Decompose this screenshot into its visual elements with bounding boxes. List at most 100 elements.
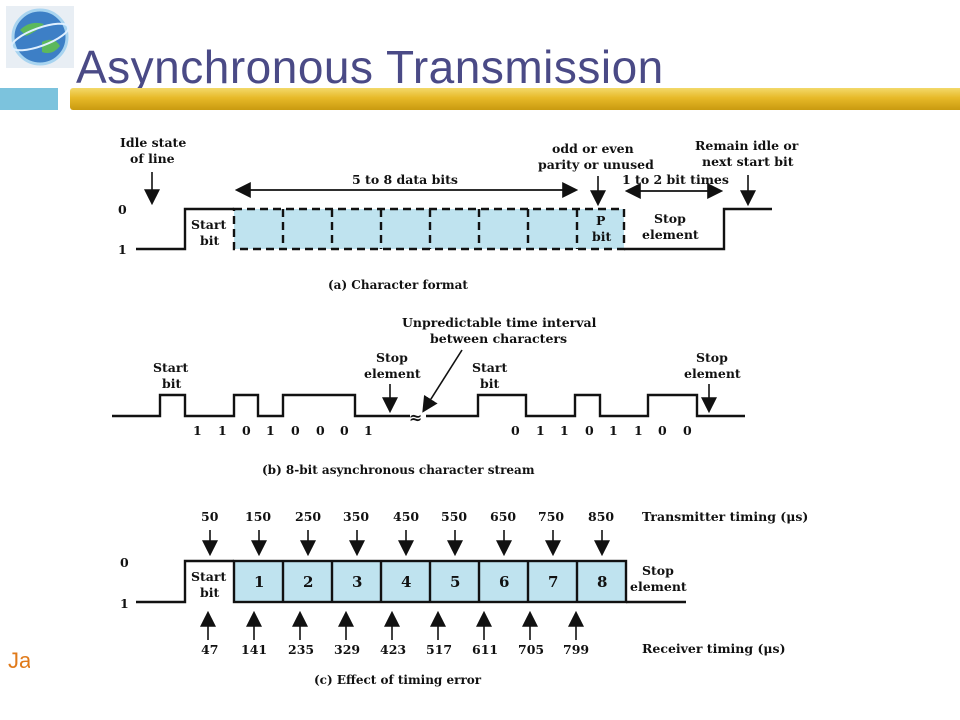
stream-bit-label: 1 [634,423,643,438]
receiver-time-value: 517 [426,642,452,657]
receiver-time-value: 47 [201,642,218,657]
receiver-timing-values: 47 141 235 329 423 517 611 705 799 [201,642,589,657]
interval-arrow [422,349,463,413]
c-stop-element-label-1: Stop [642,563,674,578]
stream-bit-label: 1 [193,423,202,438]
receiver-time-value: 611 [472,642,498,657]
panel-c-timing-error: Transmitter timing (μs) Receiver timing … [120,509,808,687]
stream-signal-1 [112,393,410,418]
transmitter-time-value: 750 [538,509,564,524]
data-bit-dividers [281,209,579,249]
cell-number: 8 [597,573,607,591]
logo [6,6,74,68]
receiver-arrows [200,610,584,640]
idle-state-label-1: Idle state [120,135,186,150]
c-start-bit-label-2: bit [200,585,219,600]
panel-c-caption: (c) Effect of timing error [314,673,482,687]
interval-label-1: Unpredictable time interval [402,315,597,330]
stream-bit-label: 1 [266,423,275,438]
remain-idle-label-2: next start bit [702,154,794,169]
cell-number: 5 [450,573,460,591]
transmitter-time-value: 250 [295,509,321,524]
gap-mark: ≈ [409,408,422,427]
cell-number: 7 [548,573,558,591]
stream-start-bit-1-label-2: bit [162,376,181,391]
cell-number: 2 [303,573,313,591]
idle-state-label-2: of line [130,151,175,166]
stream-bit-label: 1 [536,423,545,438]
transmitter-time-value: 850 [588,509,614,524]
stream-bit-label: 0 [658,423,667,438]
transmitter-time-value: 450 [393,509,419,524]
transmitter-time-value: 150 [245,509,271,524]
stream-stop-element-1-label-1: Stop [376,350,408,365]
stop-signal [624,207,772,251]
cell-number: 3 [352,573,362,591]
stream-bit-label: 1 [364,423,373,438]
stream-bit-label: 0 [683,423,692,438]
stream-bit-label: 0 [511,423,520,438]
cell-number: 4 [401,573,411,591]
parity-bit-label-2: bit [592,229,611,244]
stream-start-bit-1-label-1: Start [153,360,188,375]
c-stop-element-label-2: element [630,579,687,594]
receiver-time-value: 799 [563,642,589,657]
panel-a-caption: (a) Character format [328,278,468,292]
stream-stop-element-1-label-2: element [364,366,421,381]
transmitter-time-value: 650 [490,509,516,524]
stream-bit-label: 1 [218,423,227,438]
stop-element-label-1: Stop [654,211,686,226]
stream-bit-label: 0 [316,423,325,438]
stream-bit-label: 1 [609,423,618,438]
panel-b-character-stream: Unpredictable time interval between char… [112,315,745,477]
stream-bits-1: 1 1 0 1 0 0 0 1 [193,423,373,438]
receiver-time-value: 329 [334,642,360,657]
stop-element-label-2: element [642,227,699,242]
receiver-time-value: 705 [518,642,544,657]
level-0-label: 0 [118,202,127,217]
cell-number: 6 [499,573,509,591]
stream-signal-2 [426,393,745,418]
stream-bit-label: 0 [340,423,349,438]
timing-cell-numbers: 1 2 3 4 5 6 7 8 [254,573,607,591]
c-start-bit-label-1: Start [191,569,226,584]
c-start-signal [136,559,234,604]
transmitter-arrows [202,530,610,557]
transmitter-timing-values: 50 150 250 350 450 550 650 750 850 [201,509,614,524]
stream-bit-label: 0 [242,423,251,438]
transmitter-time-value: 350 [343,509,369,524]
stream-bits-2: 0 1 1 0 1 1 0 0 [511,423,692,438]
level-1-label: 1 [118,242,127,257]
stream-bit-label: 1 [560,423,569,438]
cell-number: 1 [254,573,264,591]
timing-cell-dividers [281,561,579,602]
parity-label-1: odd or even [552,141,634,156]
remain-idle-label-1: Remain idle or [695,138,799,153]
stream-stop-element-2-label-2: element [684,366,741,381]
transmitter-time-value: 50 [201,509,219,524]
stream-stop-element-2-label-1: Stop [696,350,728,365]
stream-bit-label: 0 [291,423,300,438]
transmitter-time-value: 550 [441,509,467,524]
receiver-time-value: 423 [380,642,406,657]
stream-start-bit-2-label-2: bit [480,376,499,391]
receiver-time-value: 235 [288,642,314,657]
left-accent-bar [0,88,58,110]
c-level-1-label: 1 [120,596,129,611]
panel-a-character-format: Idle state of line 0 1 Start bit 5 to 8 … [118,135,799,292]
data-bits-label: 5 to 8 data bits [352,172,458,187]
parity-bit-label-1: P [596,213,606,228]
start-bit-label-2: bit [200,233,219,248]
receiver-timing-label: Receiver timing (μs) [642,641,786,656]
title-underline-bar [70,88,960,110]
parity-label-2: parity or unused [538,157,654,172]
c-level-0-label: 0 [120,555,129,570]
stream-start-bit-2-label-1: Start [472,360,507,375]
bit-times-label: 1 to 2 bit times [622,172,729,187]
start-bit-label-1: Start [191,217,226,232]
side-text: Ja [8,648,30,673]
stream-bit-label: 0 [585,423,594,438]
panel-b-caption: (b) 8-bit asynchronous character stream [262,463,535,477]
interval-label-2: between characters [430,331,567,346]
